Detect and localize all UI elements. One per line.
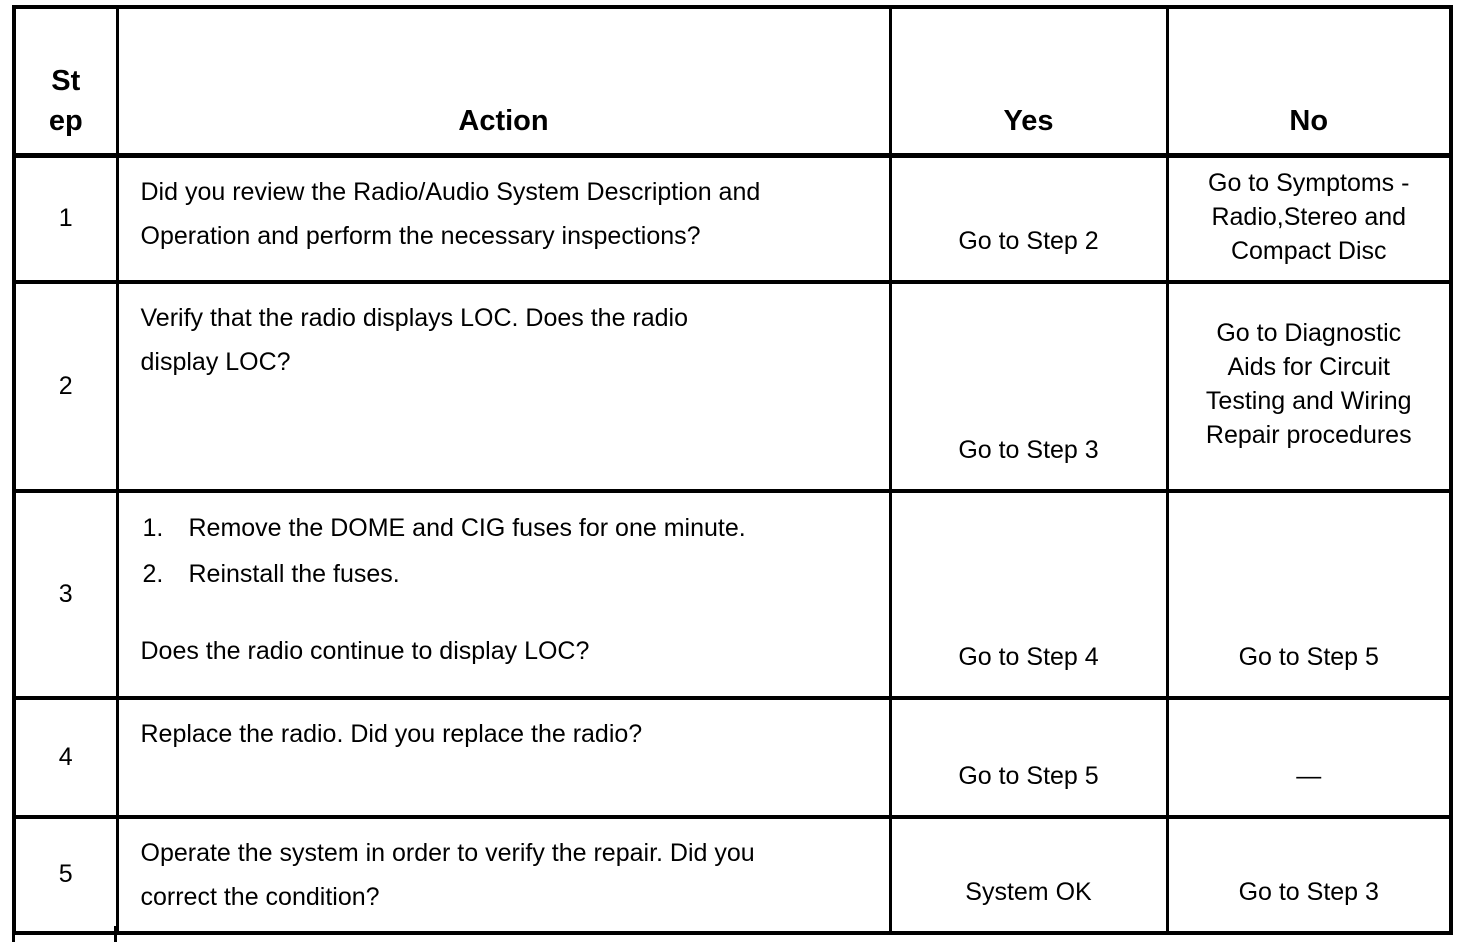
- list-text: Reinstall the fuses.: [188, 559, 400, 588]
- list-number: 2.: [142, 559, 164, 588]
- list-number: 1.: [142, 513, 164, 542]
- column-header-step: St ep: [12, 5, 119, 158]
- no-text: Go to Symptoms - Radio,Stereo and Compac…: [1208, 168, 1410, 265]
- action-cell: Did you review the Radio/Audio System De…: [115, 153, 892, 284]
- action-list-item: 1. Remove the DOME and CIG fuses for one …: [141, 505, 861, 551]
- step-number: 4: [12, 695, 119, 819]
- column-header-no: No: [1165, 5, 1453, 158]
- no-cell: Go to Symptoms - Radio,Stereo and Compac…: [1165, 153, 1453, 284]
- yes-cell: Go to Step 5: [888, 695, 1169, 819]
- list-text: Remove the DOME and CIG fuses for one mi…: [188, 513, 746, 542]
- column-header-action: Action: [115, 5, 892, 158]
- action-list-item: 2. Reinstall the fuses.: [141, 551, 861, 597]
- action-cell: Verify that the radio displays LOC. Does…: [115, 279, 892, 493]
- diagnostic-table: St ep Action Yes No 1 Did you review the…: [12, 5, 1453, 935]
- no-cell: Go to Diagnostic Aids for Circuit Testin…: [1165, 279, 1453, 493]
- partial-row-border-step-divider: [114, 926, 117, 942]
- table-row: 1 Did you review the Radio/Audio System …: [12, 153, 1453, 284]
- action-cell: Replace the radio. Did you replace the r…: [115, 695, 892, 819]
- table-row: 5 Operate the system in order to verify …: [12, 814, 1453, 935]
- no-cell: Go to Step 3: [1165, 814, 1453, 935]
- no-text: Go to Diagnostic Aids for Circuit Testin…: [1205, 319, 1412, 449]
- action-text: Verify that the radio displays LOC. Does…: [140, 303, 689, 376]
- partial-row-border-left: [12, 926, 15, 942]
- step-number: 5: [12, 814, 119, 935]
- header-row: St ep Action Yes No: [12, 5, 1453, 158]
- step-header-line1: St: [51, 64, 81, 97]
- step-number: 1: [12, 153, 119, 284]
- yes-cell: System OK: [888, 814, 1169, 935]
- table-row: 2 Verify that the radio displays LOC. Do…: [12, 279, 1453, 493]
- action-cell: Operate the system in order to verify th…: [115, 814, 892, 935]
- action-text: Operate the system in order to verify th…: [140, 838, 755, 911]
- no-cell: —: [1165, 695, 1453, 819]
- yes-cell: Go to Step 3: [888, 279, 1169, 493]
- action-text: Replace the radio. Did you replace the r…: [140, 719, 643, 748]
- step-header-line2: ep: [48, 104, 83, 137]
- action-question: Does the radio continue to display LOC?: [140, 636, 590, 665]
- step-number: 2: [12, 279, 119, 493]
- step-number: 3: [12, 488, 119, 700]
- column-header-yes: Yes: [888, 5, 1169, 158]
- table-row: 3 1. Remove the DOME and CIG fuses for on…: [12, 488, 1453, 700]
- yes-cell: Go to Step 2: [888, 153, 1169, 284]
- no-cell: Go to Step 5: [1165, 488, 1453, 700]
- yes-cell: Go to Step 4: [888, 488, 1169, 700]
- table-row: 4 Replace the radio. Did you replace the…: [12, 695, 1453, 819]
- action-cell: 1. Remove the DOME and CIG fuses for one …: [115, 488, 892, 700]
- action-text: Did you review the Radio/Audio System De…: [140, 177, 761, 250]
